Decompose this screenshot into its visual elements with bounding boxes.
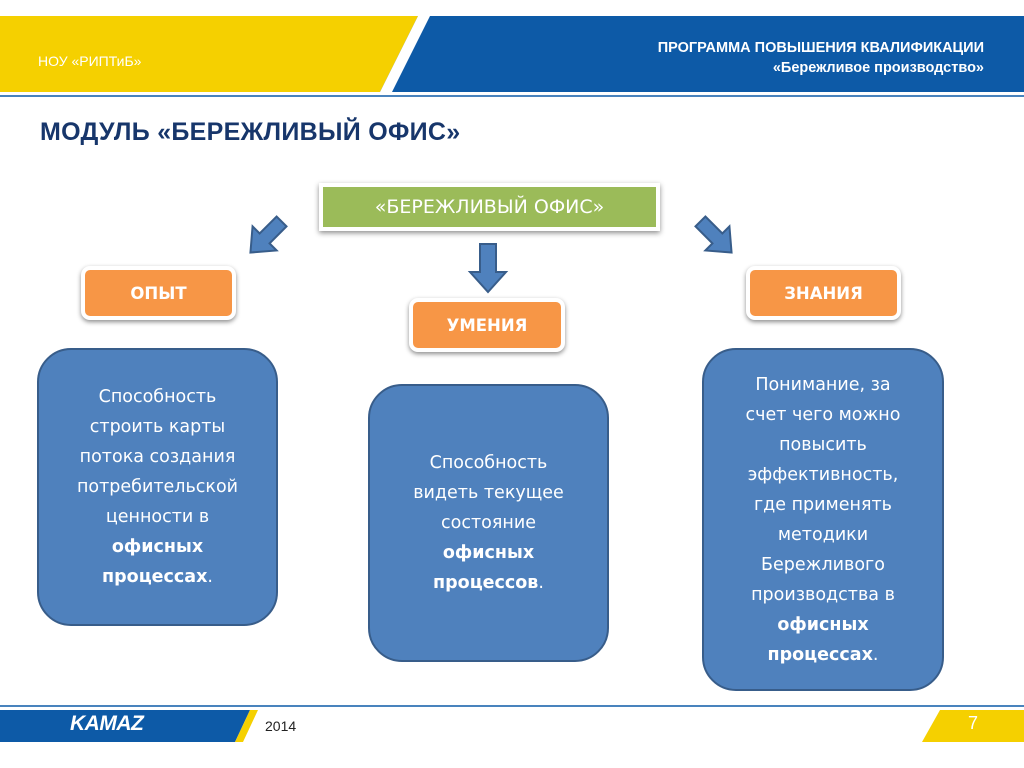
organization-name: НОУ «РИПТиБ» xyxy=(38,53,142,69)
card-knowledge: Понимание, за счет чего можно повысить э… xyxy=(702,348,944,691)
program-title: ПРОГРАММА ПОВЫШЕНИЯ КВАЛИФИКАЦИИ «Бережл… xyxy=(464,38,984,78)
card-experience-text: Способность строить карты потока создани… xyxy=(76,387,239,587)
footer-year: 2014 xyxy=(265,718,297,734)
card-knowledge-text: Понимание, за счет чего можно повысить э… xyxy=(745,374,901,665)
central-concept-box: «БЕРЕЖЛИВЫЙ ОФИС» xyxy=(319,183,660,231)
kamaz-logo: KAMAZ xyxy=(70,712,144,735)
label-knowledge: ЗНАНИЯ xyxy=(746,266,901,320)
program-title-line2: «Бережливое производство» xyxy=(772,60,984,76)
card-experience: Способность строить карты потока создани… xyxy=(37,348,278,626)
arrow-down-icon xyxy=(467,243,509,294)
header-band xyxy=(0,16,1024,97)
card-skills: Способность видеть текущее состояние офи… xyxy=(368,384,609,662)
arrow-down-left-icon xyxy=(249,215,288,254)
page-title: МОДУЛЬ «БЕРЕЖЛИВЫЙ ОФИС» xyxy=(40,118,461,146)
footer-band xyxy=(0,705,1024,742)
page-number: 7 xyxy=(968,713,979,733)
card-skills-text: Способность видеть текущее состояние офи… xyxy=(413,453,564,593)
label-skills: УМЕНИЯ xyxy=(409,298,565,352)
program-title-line1: ПРОГРАММА ПОВЫШЕНИЯ КВАЛИФИКАЦИИ xyxy=(657,40,984,56)
arrow-down-right-icon xyxy=(694,215,733,254)
label-experience: ОПЫТ xyxy=(81,266,236,320)
